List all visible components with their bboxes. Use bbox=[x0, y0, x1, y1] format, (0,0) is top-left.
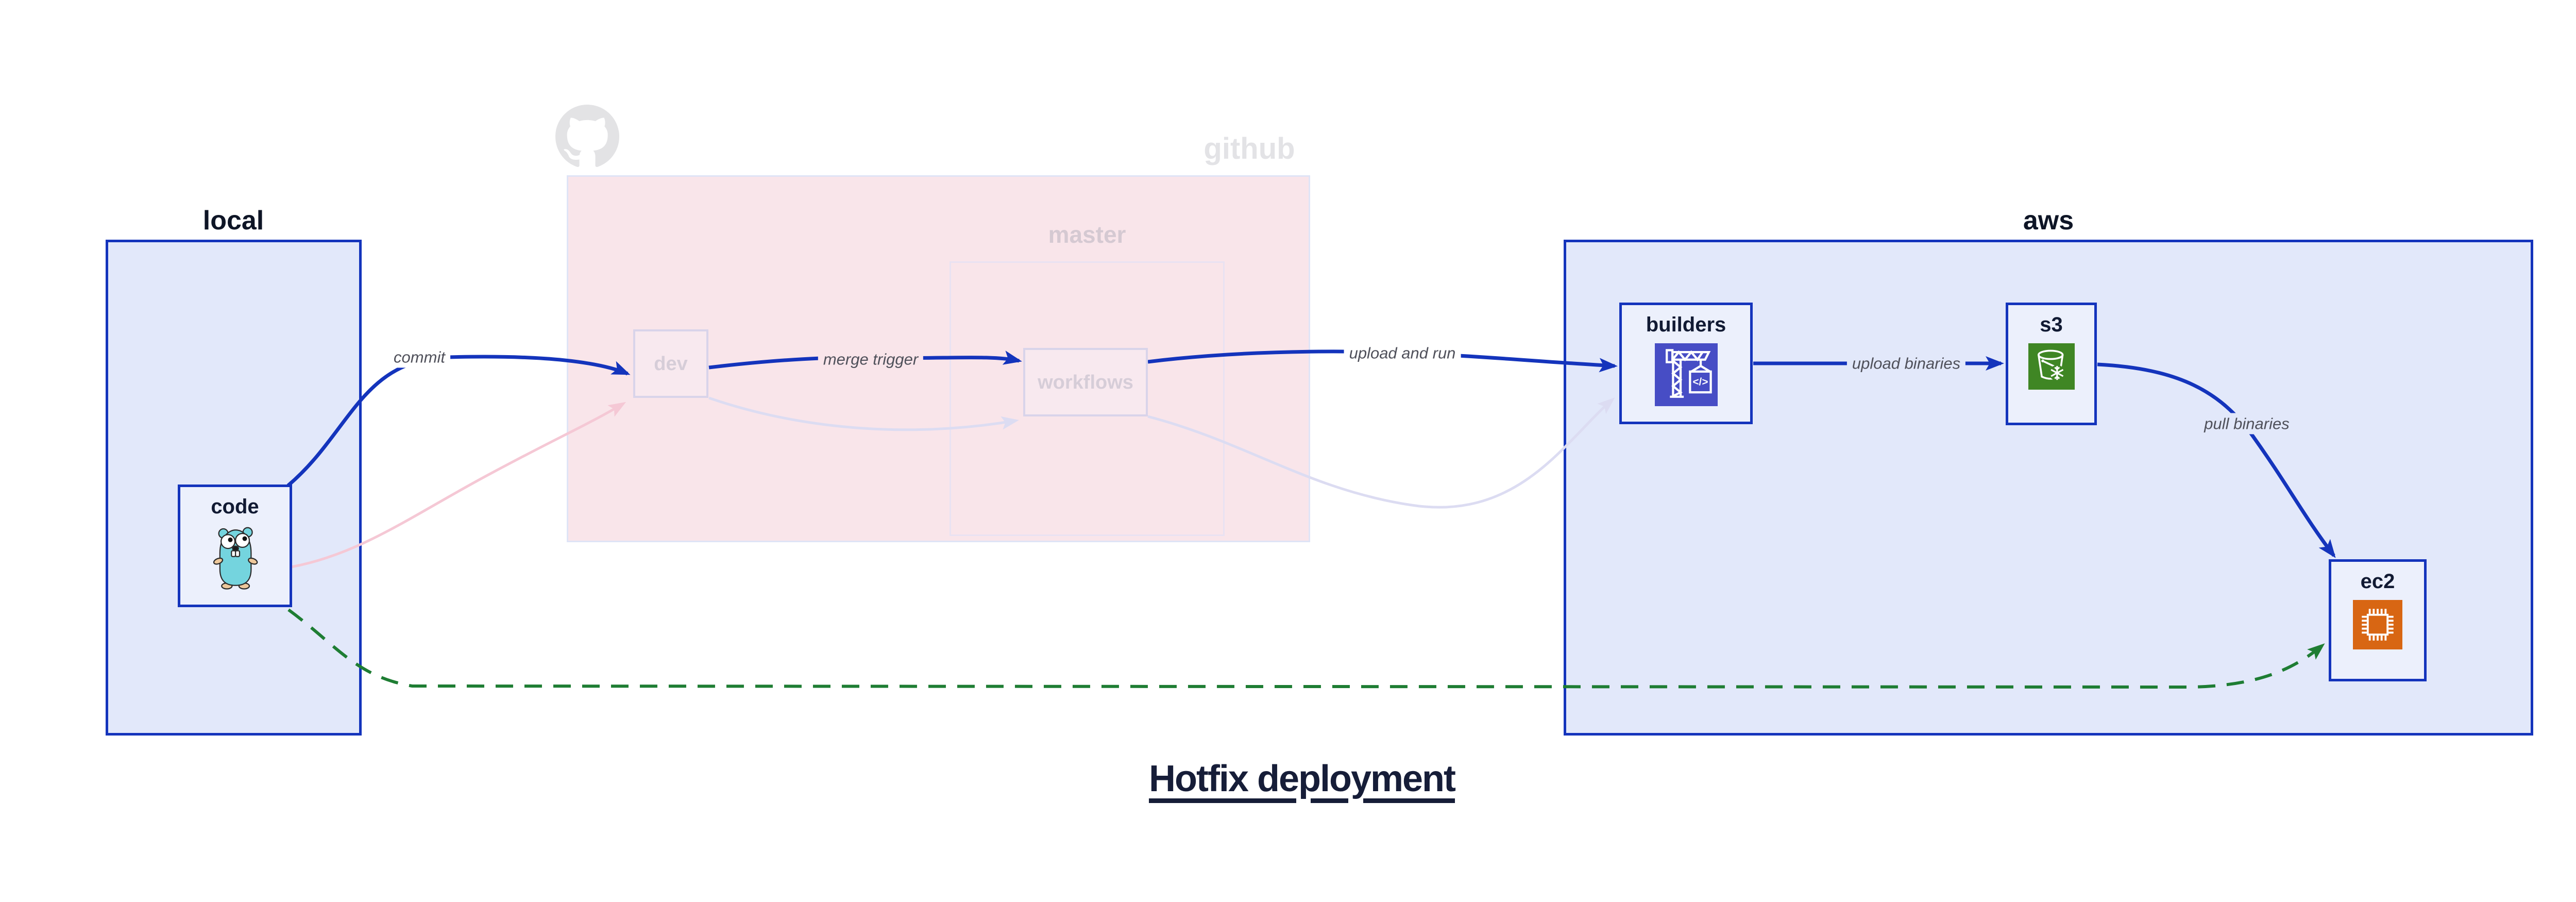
node-dev: dev bbox=[633, 329, 708, 398]
edge-label-merge-trigger: merge trigger bbox=[818, 348, 924, 370]
node-code: code bbox=[178, 485, 292, 607]
codebuild-crane-icon: </> bbox=[1654, 343, 1718, 406]
node-code-label: code bbox=[211, 495, 259, 518]
node-builders: builders </> bbox=[1619, 303, 1753, 424]
group-github-label: github bbox=[1204, 132, 1295, 165]
edge-label-commit: commit bbox=[388, 346, 450, 368]
github-octocat-icon bbox=[555, 105, 619, 167]
group-aws-label: aws bbox=[2023, 206, 2074, 236]
go-gopher-icon bbox=[213, 527, 258, 590]
s3-glacier-bucket-icon bbox=[2028, 343, 2075, 390]
group-master-label: master bbox=[1048, 221, 1126, 248]
group-local-label: local bbox=[202, 206, 264, 236]
node-s3-label: s3 bbox=[2040, 313, 2063, 336]
node-ec2: ec2 bbox=[2329, 559, 2427, 681]
node-workflows: workflows bbox=[1023, 348, 1148, 416]
edge-label-upload-and-run: upload and run bbox=[1344, 342, 1461, 364]
diagram-title: Hotfix deployment bbox=[1148, 758, 1456, 799]
ec2-chip-icon bbox=[2353, 600, 2402, 649]
node-workflows-label: workflows bbox=[1038, 371, 1133, 393]
node-s3: s3 bbox=[2006, 303, 2097, 425]
node-dev-label: dev bbox=[654, 353, 688, 375]
svg-text:</>: </> bbox=[1692, 376, 1708, 388]
edge-label-upload-binaries: upload binaries bbox=[1846, 353, 1966, 374]
node-ec2-label: ec2 bbox=[2360, 570, 2395, 593]
node-builders-label: builders bbox=[1646, 313, 1726, 336]
edge-label-pull-binaries: pull binaries bbox=[2199, 413, 2295, 435]
